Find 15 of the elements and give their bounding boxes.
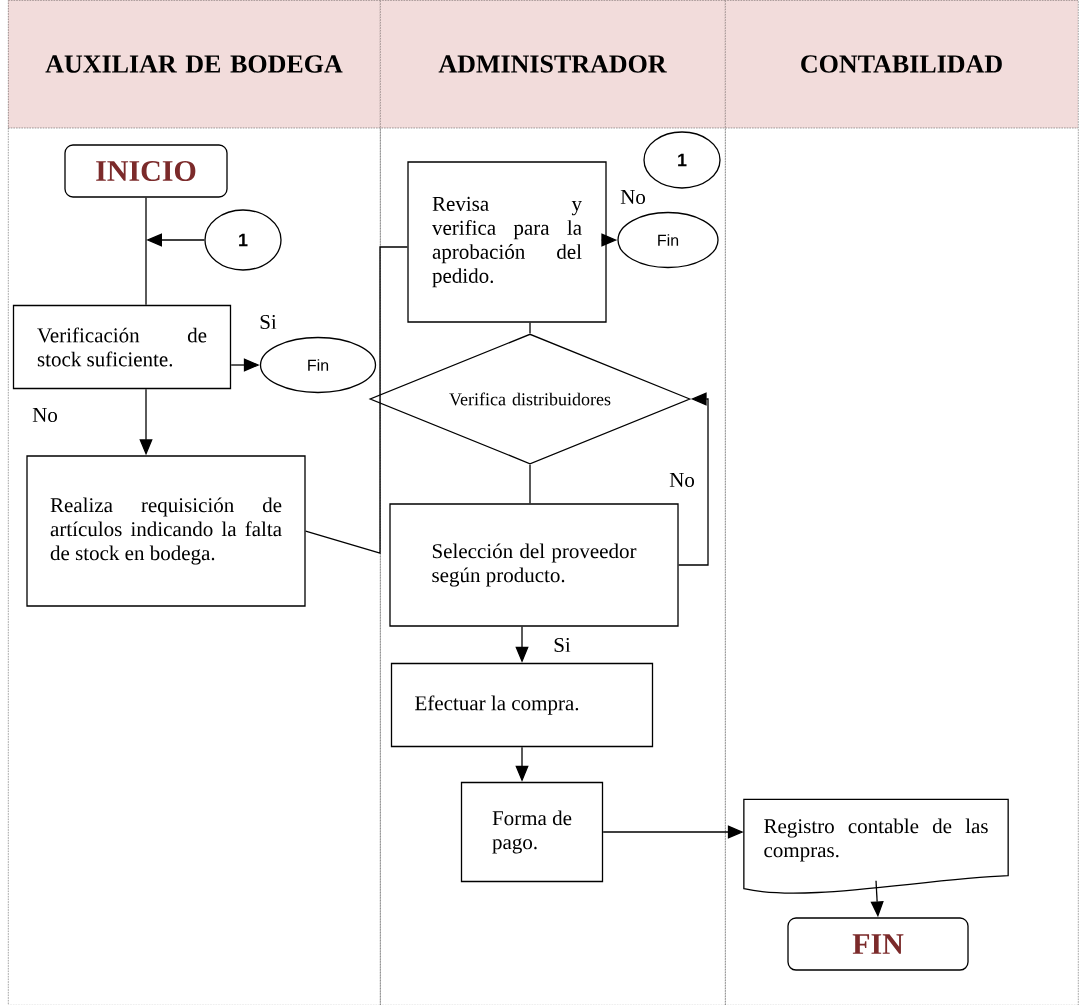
- arrow: [678, 392, 709, 566]
- terminal-box: FIN: [787, 917, 969, 971]
- edge-label: Si: [552, 636, 572, 654]
- edge-label: No: [668, 472, 696, 488]
- process-box: Revisa y verifica para la aprobación del pedido.: [407, 161, 607, 323]
- edge-label: No: [619, 189, 647, 205]
- process-box: Efectuar la compra.: [390, 662, 654, 748]
- process-box: Verificación de stock suficiente.: [12, 304, 232, 390]
- process-box: Forma de pago.: [460, 781, 604, 883]
- edge-label: No: [31, 407, 59, 423]
- document-box: Registro contable de las compras.: [743, 798, 1009, 894]
- edge-label: Si: [258, 313, 278, 331]
- terminal-box: INICIO: [64, 144, 228, 198]
- process-box: Selección del proveedor según producto.: [389, 503, 679, 627]
- process-box: Realiza requisición de artículos indicando la falta de stock en bodega.: [26, 455, 306, 607]
